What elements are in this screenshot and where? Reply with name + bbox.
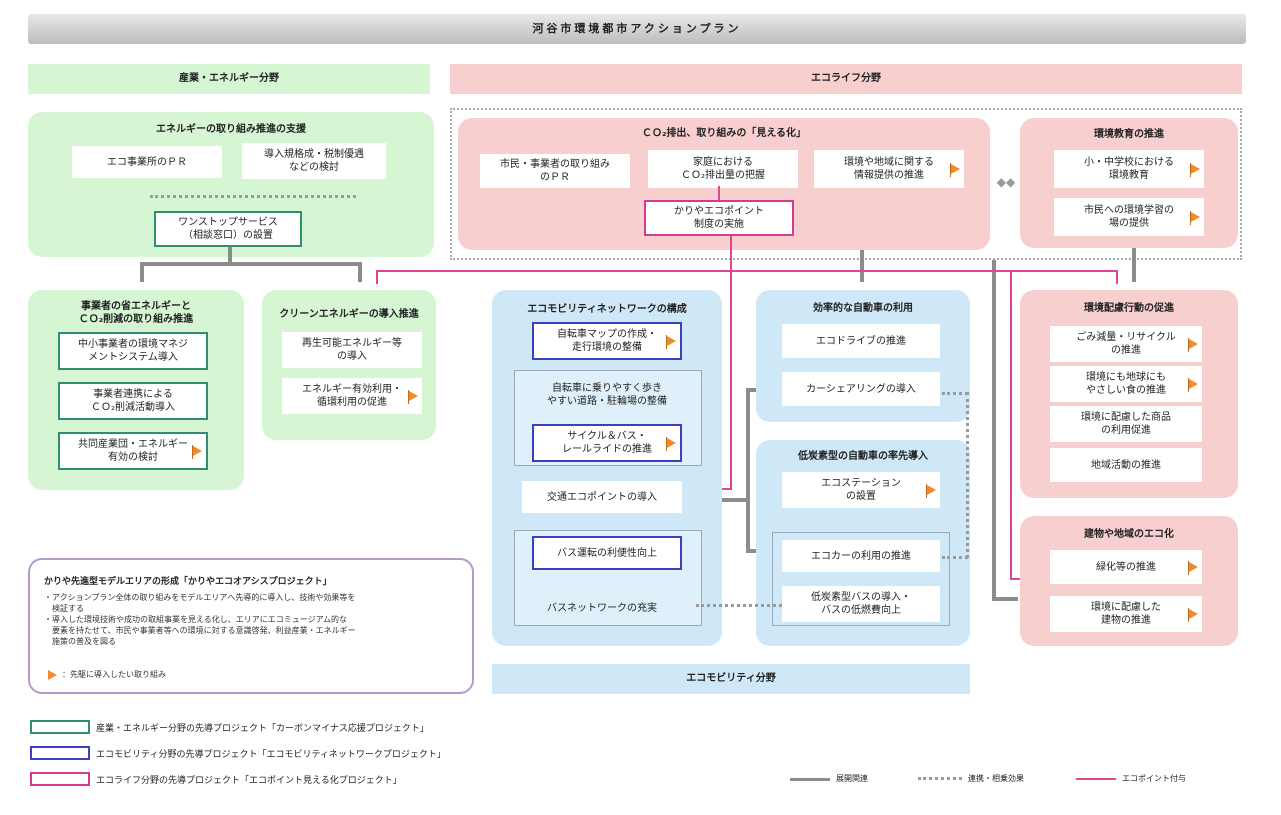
bus-network: バスネットワークの充実 bbox=[547, 602, 657, 614]
clean-energy-title: クリーンエネルギーの導入推進 bbox=[279, 309, 419, 320]
legend-ecolife: エコライフ分野の先導プロジェクト「エコポイント見える化プロジェクト」 bbox=[96, 776, 402, 786]
ecolife-header: エコライフ分野 bbox=[450, 64, 1242, 94]
renewable-energy: 再生可能エネルギー等 の導入 bbox=[282, 332, 422, 368]
priority-flag-icon bbox=[1188, 608, 1198, 622]
onestop-service: ワンストップサービス （相談窓口）の設置 bbox=[154, 211, 302, 247]
waste-recycling: ごみ減量・リサイクル の推進 bbox=[1050, 326, 1202, 362]
priority-flag-icon bbox=[926, 484, 936, 498]
legend-industry: 産業・エネルギー分野の先導プロジェクト「カーボンマイナス応援プロジェクト」 bbox=[96, 724, 429, 734]
dotted-link bbox=[942, 556, 968, 559]
ecopoint-system: かりやエコポイント 制度の実施 bbox=[644, 200, 794, 236]
business-title: 事業者の省エネルギーと ＣＯ₂削減の取り組み推進 bbox=[78, 301, 194, 325]
ecopoint-link bbox=[1010, 578, 1022, 580]
traffic-ecopoint: 交通エコポイントの導入 bbox=[522, 481, 682, 513]
bidirectional-arrow-icon: ◆◆ bbox=[996, 175, 1016, 189]
household-co2: 家庭における ＣＯ₂排出量の把握 bbox=[648, 150, 798, 188]
dotted-link bbox=[966, 392, 969, 558]
priority-flag-icon bbox=[1188, 378, 1198, 392]
legend-arrow-1: 展開関連 bbox=[836, 774, 868, 783]
oasis-notes: ・アクションプラン全体の取り組みをモデルエリアへ先導的に導入し、技術や効果等を … bbox=[44, 593, 356, 646]
flag-note: ：先駆に導入したい取り組み bbox=[62, 670, 166, 679]
priority-flag-icon bbox=[666, 335, 676, 349]
priority-flag-icon bbox=[1190, 211, 1200, 225]
walkable-roads: 自転車に乗りやすく歩き やすい道路・駐輪場の整備 bbox=[547, 383, 667, 407]
connector-line bbox=[860, 250, 864, 282]
oasis-project-box bbox=[28, 558, 474, 694]
ecopoint-link bbox=[718, 186, 720, 200]
efficient-car-title: 効率的な自動車の利用 bbox=[813, 303, 913, 314]
priority-flag-icon bbox=[950, 163, 960, 177]
ecopoint-link bbox=[730, 236, 732, 490]
eco-drive: エコドライブの推進 bbox=[782, 324, 940, 358]
ecopoint-link bbox=[1010, 270, 1012, 580]
legend-mobility: エコモビリティ分野の先導プロジェクト「エコモビリティネットワークプロジェクト」 bbox=[96, 750, 446, 760]
low-carbon-bus: 低炭素型バスの導入・ バスの低燃費向上 bbox=[782, 586, 940, 622]
bus-convenience: バス運転の利便性向上 bbox=[532, 536, 682, 570]
legend-grey-arrow-icon bbox=[790, 778, 830, 781]
consideration-title: 環境配慮行動の促進 bbox=[1084, 303, 1174, 314]
joint-energy: 共同産業団・エネルギー 有効の検討 bbox=[58, 432, 208, 470]
greening-promotion: 緑化等の推進 bbox=[1050, 550, 1202, 584]
eco-station: エコステーション の設置 bbox=[782, 472, 940, 508]
cycle-bus-ride: サイクル＆バス・ レールライドの推進 bbox=[532, 424, 682, 462]
ecolife-group-outline bbox=[450, 108, 1242, 260]
priority-flag-icon bbox=[1188, 338, 1198, 352]
legend-pink-box bbox=[30, 772, 90, 786]
eco-food: 環境にも地球にも やさしい食の推進 bbox=[1050, 366, 1202, 402]
priority-flag-icon bbox=[192, 445, 202, 459]
subsidy-tax-study: 導入規格成・税制優遇 などの検討 bbox=[242, 143, 386, 179]
info-provision: 環境や地域に関する 情報提供の推進 bbox=[814, 150, 964, 188]
greening-title: 建物や地域のエコ化 bbox=[1084, 529, 1174, 540]
eco-car-usage: エコカーの利用の推進 bbox=[782, 540, 940, 572]
oasis-title: かりや先進型モデルエリアの形成「かりやエコオアシスプロジェクト」 bbox=[44, 577, 332, 587]
connector-line bbox=[228, 247, 232, 263]
car-sharing: カーシェアリングの導入 bbox=[782, 372, 940, 406]
legend-dotted-arrow-icon bbox=[918, 777, 962, 780]
learning-venues: 市民への環境学習の 場の提供 bbox=[1054, 198, 1204, 236]
connector-line bbox=[358, 262, 362, 282]
business-collaboration: 事業者連携による ＣＯ₂削減活動導入 bbox=[58, 382, 208, 420]
lowcar-subgroup bbox=[772, 532, 950, 626]
energy-reuse: エネルギー有効利用・ 循環利用の促進 bbox=[282, 378, 422, 414]
eco-products: 環境に配慮した商品 の利用促進 bbox=[1050, 406, 1202, 442]
connector-line bbox=[746, 388, 750, 552]
connector-line bbox=[140, 262, 362, 266]
legend-green-box bbox=[30, 720, 90, 734]
bicycle-map: 自転車マップの作成・ 走行環境の整備 bbox=[532, 322, 682, 360]
eco-business-pr: エコ事業所のＰＲ bbox=[72, 146, 222, 178]
priority-flag-icon bbox=[48, 670, 57, 680]
mobility-network-title: エコモビリティネットワークの構成 bbox=[527, 304, 687, 315]
priority-flag-icon bbox=[1188, 561, 1198, 575]
citizen-pr: 市民・事業者の取り組み のＰＲ bbox=[480, 154, 630, 188]
community-activities: 地域活動の推進 bbox=[1050, 448, 1202, 482]
legend-arrow-3: エコポイント付与 bbox=[1122, 774, 1186, 783]
legend-pink-arrow-icon bbox=[1076, 778, 1116, 780]
priority-flag-icon bbox=[408, 390, 418, 404]
low-carbon-title: 低炭素型の自動車の率先導入 bbox=[798, 451, 928, 462]
ecopoint-link bbox=[376, 270, 1118, 272]
ecopoint-link bbox=[376, 270, 378, 284]
legend-blue-box bbox=[30, 746, 90, 760]
ecomobility-header: エコモビリティ分野 bbox=[492, 664, 970, 694]
connector-line bbox=[992, 597, 1018, 601]
plan-title: 河谷市環境都市アクションプラン bbox=[28, 14, 1246, 44]
legend-arrow-2: 連携・相乗効果 bbox=[968, 774, 1024, 783]
connector-line bbox=[992, 260, 996, 600]
dotted-link bbox=[942, 392, 968, 395]
eco-buildings: 環境に配慮した 建物の推進 bbox=[1050, 596, 1202, 632]
school-education: 小・中学校における 環境教育 bbox=[1054, 150, 1204, 188]
industry-header: 産業・エネルギー分野 bbox=[28, 64, 430, 94]
connector-line bbox=[140, 262, 144, 282]
dotted-link bbox=[150, 195, 356, 198]
energy-support-title: エネルギーの取り組み推進の支援 bbox=[156, 124, 306, 135]
priority-flag-icon bbox=[666, 437, 676, 451]
co2-visibility-title: ＣＯ₂排出、取り組みの「見える化」 bbox=[641, 128, 807, 139]
dotted-link bbox=[696, 604, 782, 607]
ecopoint-link bbox=[1116, 270, 1118, 284]
ems-introduction: 中小事業者の環境マネジ メントシステム導入 bbox=[58, 332, 208, 370]
education-title: 環境教育の推進 bbox=[1094, 129, 1164, 140]
priority-flag-icon bbox=[1190, 163, 1200, 177]
connector-line bbox=[1132, 248, 1136, 282]
